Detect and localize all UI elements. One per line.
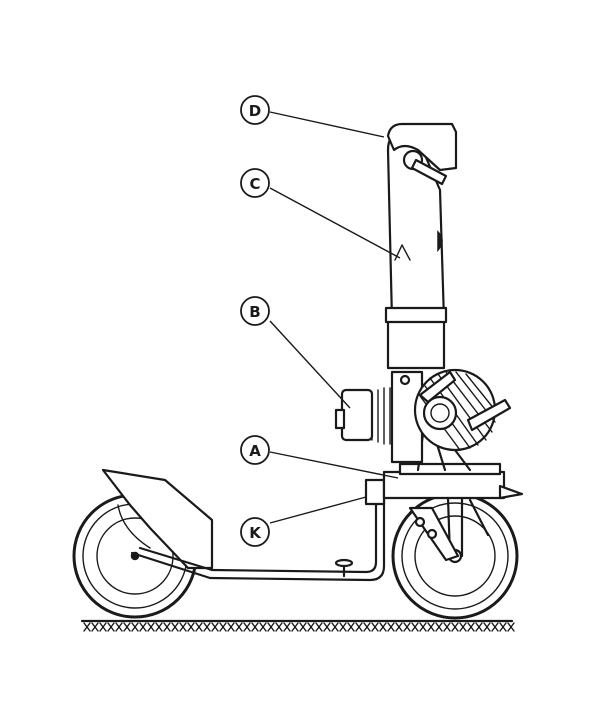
front-fork: [408, 496, 490, 562]
ground-hatch-mark: [291, 622, 299, 632]
ground-hatch-mark: [99, 622, 107, 632]
callout-b-label: B: [249, 303, 260, 321]
callout-c: C: [240, 168, 270, 198]
ground-hatch-mark: [179, 622, 187, 632]
ground-hatch-mark: [467, 622, 475, 632]
ground-hatch-mark: [315, 622, 323, 632]
ground-hatch-mark: [131, 622, 139, 632]
ground-hatch-mark: [219, 622, 227, 632]
ground-hatch-mark: [507, 622, 515, 632]
ground-hatch-mark: [163, 622, 171, 632]
motor-mount: [364, 462, 524, 506]
ground-hatch-mark: [307, 622, 315, 632]
ground-hatch-mark: [379, 622, 387, 632]
ground-hatch-mark: [363, 622, 371, 632]
ground-hatch-mark: [395, 622, 403, 632]
ground-hatch-mark: [211, 622, 219, 632]
ground-hatch-mark: [187, 622, 195, 632]
callout-k-label: K: [249, 524, 262, 542]
ground-hatch-mark: [83, 622, 91, 632]
ground-hatch-mark: [411, 622, 419, 632]
ground-hatch-mark: [275, 622, 283, 632]
ground-hatch-mark: [387, 622, 395, 632]
ground-hatch-mark: [419, 622, 427, 632]
ground-hatch-mark: [299, 622, 307, 632]
leader-k: [269, 496, 367, 524]
ground-hatch-mark: [323, 622, 331, 632]
callout-d: D: [240, 95, 270, 125]
leader-c: [269, 187, 401, 259]
ground-hatch-mark: [251, 622, 259, 632]
ground-hatch-mark: [91, 622, 99, 632]
ground-hatch-mark: [123, 622, 131, 632]
ground-hatch-mark: [459, 622, 467, 632]
leader-a: [269, 451, 399, 479]
ground-hatch-mark: [491, 622, 499, 632]
ground-hatch-mark: [195, 622, 203, 632]
ground-hatch-mark: [499, 622, 507, 632]
ground-hatch-mark: [155, 622, 163, 632]
ground-hatch-mark: [355, 622, 363, 632]
ground-hatch-mark: [339, 622, 347, 632]
ground-hatch-mark: [347, 622, 355, 632]
ground-hatch-mark: [115, 622, 123, 632]
ground-hatch-mark: [203, 622, 211, 632]
ground-hatch-mark: [227, 622, 235, 632]
ground-hatch-mark: [427, 622, 435, 632]
rear-fender: [101, 468, 214, 570]
leader-lines: [269, 111, 401, 524]
handlebar: [386, 122, 458, 186]
ground-hatch-mark: [259, 622, 267, 632]
leader-b: [269, 320, 351, 409]
ground-hatch-mark: [243, 622, 251, 632]
ground-hatch-mark: [283, 622, 291, 632]
callout-b: B: [240, 296, 270, 326]
ground-hatch-mark: [171, 622, 179, 632]
ground-hatch-mark: [267, 622, 275, 632]
ground-hatch-mark: [331, 622, 339, 632]
leader-d: [269, 111, 385, 138]
ground: [80, 619, 515, 632]
ground-hatch-mark: [371, 622, 379, 632]
ground-hatch-mark: [451, 622, 459, 632]
steering-column: [384, 130, 448, 370]
callout-a: A: [240, 435, 270, 465]
callout-d-label: D: [249, 102, 261, 120]
ground-hatch-mark: [443, 622, 451, 632]
callout-a-label: A: [249, 442, 261, 460]
callout-k: K: [240, 517, 270, 547]
callout-c-label: C: [249, 175, 260, 193]
ground-hatch-mark: [475, 622, 483, 632]
engine: [334, 368, 512, 464]
ground-hatch-mark: [435, 622, 443, 632]
ground-hatch-mark: [483, 622, 491, 632]
ground-hatch-mark: [147, 622, 155, 632]
ground-hatch-mark: [235, 622, 243, 632]
ground-hatch-mark: [403, 622, 411, 632]
ground-hatch-mark: [139, 622, 147, 632]
ground-hatch-mark: [107, 622, 115, 632]
frame: [130, 496, 386, 582]
